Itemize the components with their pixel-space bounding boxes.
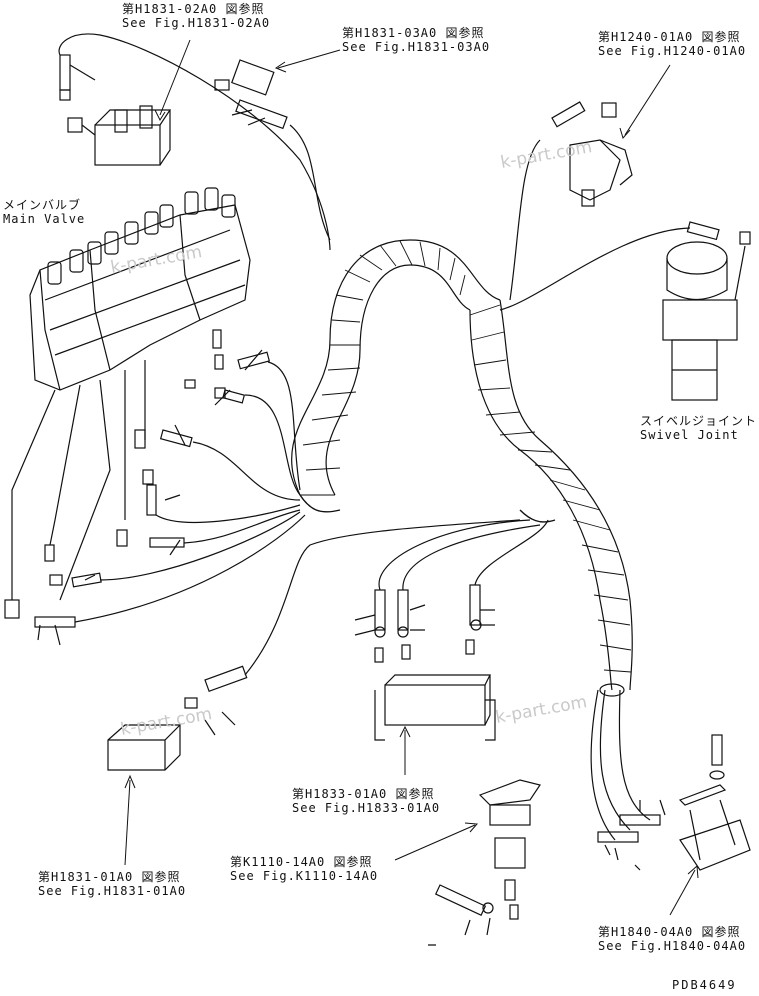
hose-coil-stripe xyxy=(379,244,397,267)
hose-coil-stripe xyxy=(572,519,611,531)
component-label-main-valve: メインバルブ Main Valve xyxy=(3,198,85,226)
hose-coil-stripe xyxy=(302,439,341,446)
hose-coil-stripe xyxy=(587,569,625,576)
hose-coil-stripe xyxy=(359,254,383,271)
ref-jp: 第H1831-01A0 図参照 xyxy=(38,870,181,884)
control-valve-top-left xyxy=(58,33,331,251)
control-block-top-middle xyxy=(214,59,331,241)
travel-lever xyxy=(428,779,541,946)
ref-jp: 第H1240-01A0 図参照 xyxy=(598,30,741,44)
valve-spool-cap xyxy=(124,221,139,245)
mounting-bracket-bottom-right xyxy=(597,734,751,871)
component-jp: スイベルジョイント xyxy=(640,414,758,428)
valve-to-bundle-hoses xyxy=(74,361,306,623)
hose-coil-stripe xyxy=(581,544,619,553)
hose-bundle xyxy=(291,239,651,841)
hose-coil-stripe xyxy=(597,619,631,626)
hose-coil-stripe xyxy=(593,594,629,601)
ref-en: See Fig.H1840-04A0 xyxy=(598,939,747,953)
reference-leaders xyxy=(124,39,699,916)
hose-coil-stripe xyxy=(599,644,632,651)
valve-spool-cap xyxy=(221,194,236,218)
hose-coil-stripe xyxy=(419,241,426,267)
hose-coil-stripe xyxy=(471,331,505,341)
hose-coil-stripe xyxy=(305,467,341,471)
hose-coil-stripe xyxy=(335,294,364,301)
ref-label-k1110-14: 第K1110-14A0 図参照 See Fig.K1110-14A0 xyxy=(230,855,378,883)
component-en: Main Valve xyxy=(3,212,86,226)
component-en: Swivel Joint xyxy=(640,428,739,442)
hose-coil-stripe xyxy=(469,304,501,316)
hose-coil-stripe xyxy=(327,367,361,371)
hose-coil-stripe xyxy=(473,359,507,366)
ref-label-h1833-01: 第H1833-01A0 図参照 See Fig.H1833-01A0 xyxy=(292,787,440,815)
valve-spool-cap xyxy=(204,187,219,211)
ref-label-h1840-04: 第H1840-04A0 図参照 See Fig.H1840-04A0 xyxy=(598,925,746,953)
valve-spool-caps xyxy=(47,187,236,285)
ref-jp: 第H1840-04A0 図参照 xyxy=(598,925,741,939)
ref-en: See Fig.H1831-01A0 xyxy=(38,884,187,898)
ref-en: See Fig.H1833-01A0 xyxy=(292,801,441,815)
hose-coil-stripe xyxy=(321,391,357,396)
drawing-code: PDB4649 xyxy=(672,978,737,992)
hose-coil-stripe xyxy=(562,499,601,511)
valve-spool-cap xyxy=(47,261,62,285)
valve-spool-cap xyxy=(87,241,102,265)
ref-en: See Fig.H1831-02A0 xyxy=(122,16,271,30)
ref-label-h1831-03: 第H1831-03A0 図参照 See Fig.H1831-03A0 xyxy=(342,26,490,54)
hose-coil-stripe xyxy=(603,669,632,673)
ref-label-h1240-01: 第H1240-01A0 図参照 See Fig.H1240-01A0 xyxy=(598,30,746,58)
hose-coil-stripe xyxy=(344,269,371,283)
component-jp: メインバルブ xyxy=(3,198,82,212)
ref-en: See Fig.H1240-01A0 xyxy=(598,44,747,58)
valve-spool-cap xyxy=(184,191,199,215)
hose-coil-stripe xyxy=(437,247,441,271)
valve-spool-cap xyxy=(159,204,174,228)
hose-coil-stripe xyxy=(459,274,466,296)
hose-coil-stripe xyxy=(549,479,586,491)
valve-spool-cap xyxy=(104,231,119,255)
hose-coil-stripe xyxy=(499,431,536,436)
ref-en: See Fig.K1110-14A0 xyxy=(230,869,379,883)
hose-coil-stripe xyxy=(477,387,511,391)
hose-coil-stripes xyxy=(300,240,632,673)
ref-jp: 第H1831-02A0 図参照 xyxy=(122,2,265,16)
hose-coil-stripe xyxy=(311,414,349,421)
valve-fittings xyxy=(4,329,271,646)
ref-label-h1831-02: 第H1831-02A0 図参照 See Fig.H1831-02A0 xyxy=(122,2,270,30)
hose-coil-stripe xyxy=(485,411,521,416)
hose-coil-stripe xyxy=(534,464,571,471)
main-valve-drawing xyxy=(11,187,251,601)
swivel-joint-drawing xyxy=(499,221,751,401)
ppc-valve-top-right xyxy=(509,101,633,301)
pedal-valve-center xyxy=(354,519,549,741)
ref-jp: 第K1110-14A0 図参照 xyxy=(230,855,373,869)
control-block-bottom-left xyxy=(107,519,521,771)
hose-coil-stripe xyxy=(399,240,413,266)
ref-jp: 第H1831-03A0 図参照 xyxy=(342,26,485,40)
hose-coil-stripe xyxy=(517,449,553,453)
ref-jp: 第H1833-01A0 図参照 xyxy=(292,787,435,801)
valve-spool-cap xyxy=(69,249,84,273)
ref-label-h1831-01: 第H1831-01A0 図参照 See Fig.H1831-01A0 xyxy=(38,870,186,898)
hose-coil-stripe xyxy=(449,257,456,281)
valve-spool-cap xyxy=(144,211,159,235)
ref-en: See Fig.H1831-03A0 xyxy=(342,40,491,54)
component-label-swivel-joint: スイベルジョイント Swivel Joint xyxy=(640,414,757,442)
hose-coil-stripe xyxy=(331,319,361,323)
